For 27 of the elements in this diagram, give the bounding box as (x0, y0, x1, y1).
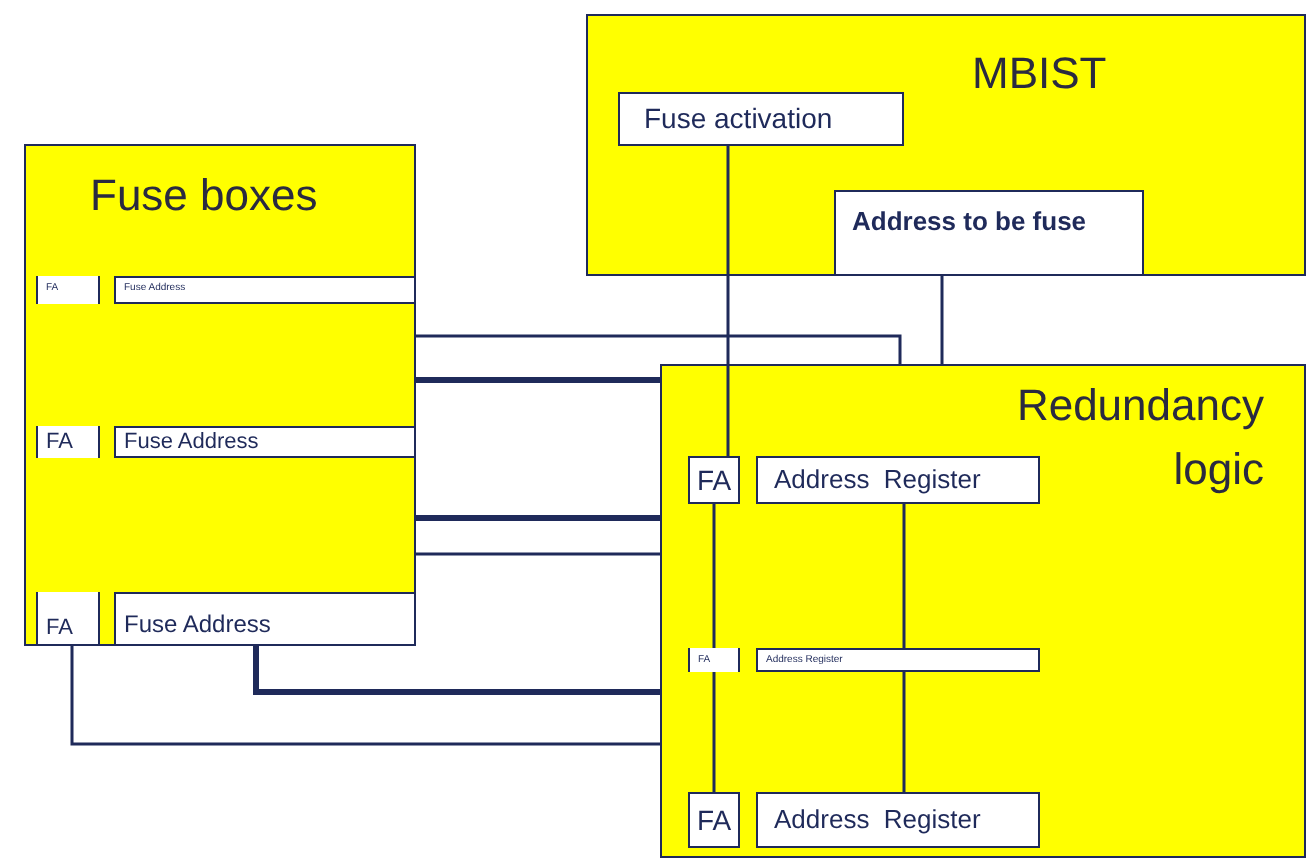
connector-line (902, 672, 906, 792)
connector-line (712, 672, 716, 792)
register-box: Fuse Address (114, 592, 416, 646)
connector-line (726, 146, 730, 456)
connector-line (940, 276, 944, 364)
register-box: FA (688, 792, 740, 848)
panel-title: Fuse boxes (90, 168, 320, 224)
connector-line (416, 515, 660, 521)
register-box: FA (688, 456, 740, 504)
register-box: Fuse activation (618, 92, 904, 146)
register-box: Address to be fuse (834, 190, 1144, 276)
register-box: Fuse Address (114, 426, 416, 458)
panel-title: MBIST (972, 46, 1109, 102)
group-panel (24, 144, 416, 646)
register-box: FA (36, 592, 100, 646)
group-panel (586, 14, 1306, 276)
connector-line (416, 334, 902, 364)
connector-line (416, 377, 660, 383)
connector-line (70, 646, 660, 746)
register-box: Address Register (756, 792, 1040, 848)
register-box: FA (36, 426, 100, 458)
connector-line (416, 552, 660, 556)
connector-line (902, 504, 906, 648)
register-box: Address Register (756, 456, 1040, 504)
group-panel (660, 364, 1306, 858)
connector-line (253, 646, 660, 695)
connector-line (712, 504, 716, 648)
